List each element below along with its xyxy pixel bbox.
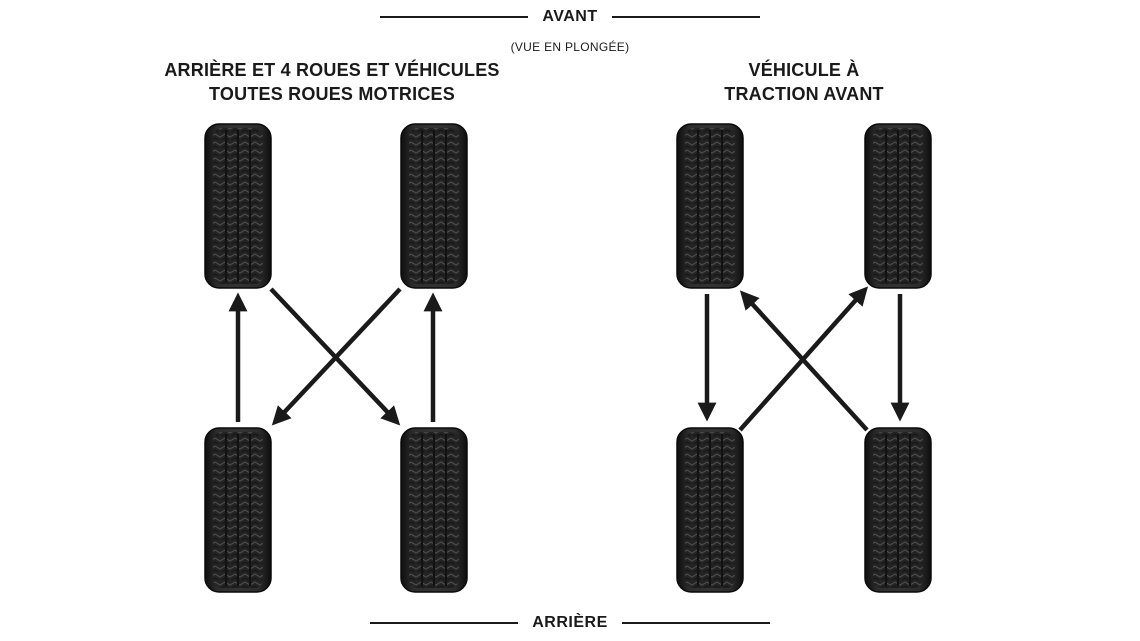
tire-right-front-left: [676, 123, 744, 289]
tire-left-rear-right: [400, 427, 468, 593]
front-label: AVANT: [0, 8, 1140, 26]
rwd-awd-heading: ARRIÈRE ET 4 ROUES ET VÉHICULES TOUTES R…: [162, 58, 502, 106]
rwd-awd-heading-line2: TOUTES ROUES MOTRICES: [209, 84, 455, 104]
arrow-left-front-right-to-rear-left: [271, 287, 402, 426]
rear-rule-right: [621, 622, 770, 624]
arrow-left-front-left-to-rear-right: [269, 287, 401, 426]
fwd-heading: VÉHICULE À TRACTION AVANT: [654, 58, 954, 106]
tire-right-rear-right: [864, 427, 932, 593]
tire-left-front-right: [400, 123, 468, 289]
rwd-awd-heading-line1: ARRIÈRE ET 4 ROUES ET VÉHICULES: [164, 60, 500, 80]
rear-text: ARRIÈRE: [532, 614, 608, 631]
fwd-heading-line1: VÉHICULE À: [748, 60, 860, 80]
rear-label: ARRIÈRE: [0, 614, 1140, 632]
arrow-right-rear-right-to-front-left: [739, 290, 869, 432]
top-view-note: (VUE EN PLONGÉE): [510, 40, 630, 54]
tire-left-rear-left: [204, 427, 272, 593]
fwd-heading-line2: TRACTION AVANT: [724, 84, 884, 104]
front-rule-right: [611, 16, 760, 18]
front-rule-left: [380, 16, 529, 18]
tire-left-front-left: [204, 123, 272, 289]
tire-right-front-right: [864, 123, 932, 289]
front-text: AVANT: [542, 8, 598, 25]
tire-right-rear-left: [676, 427, 744, 593]
rear-rule-left: [370, 622, 519, 624]
